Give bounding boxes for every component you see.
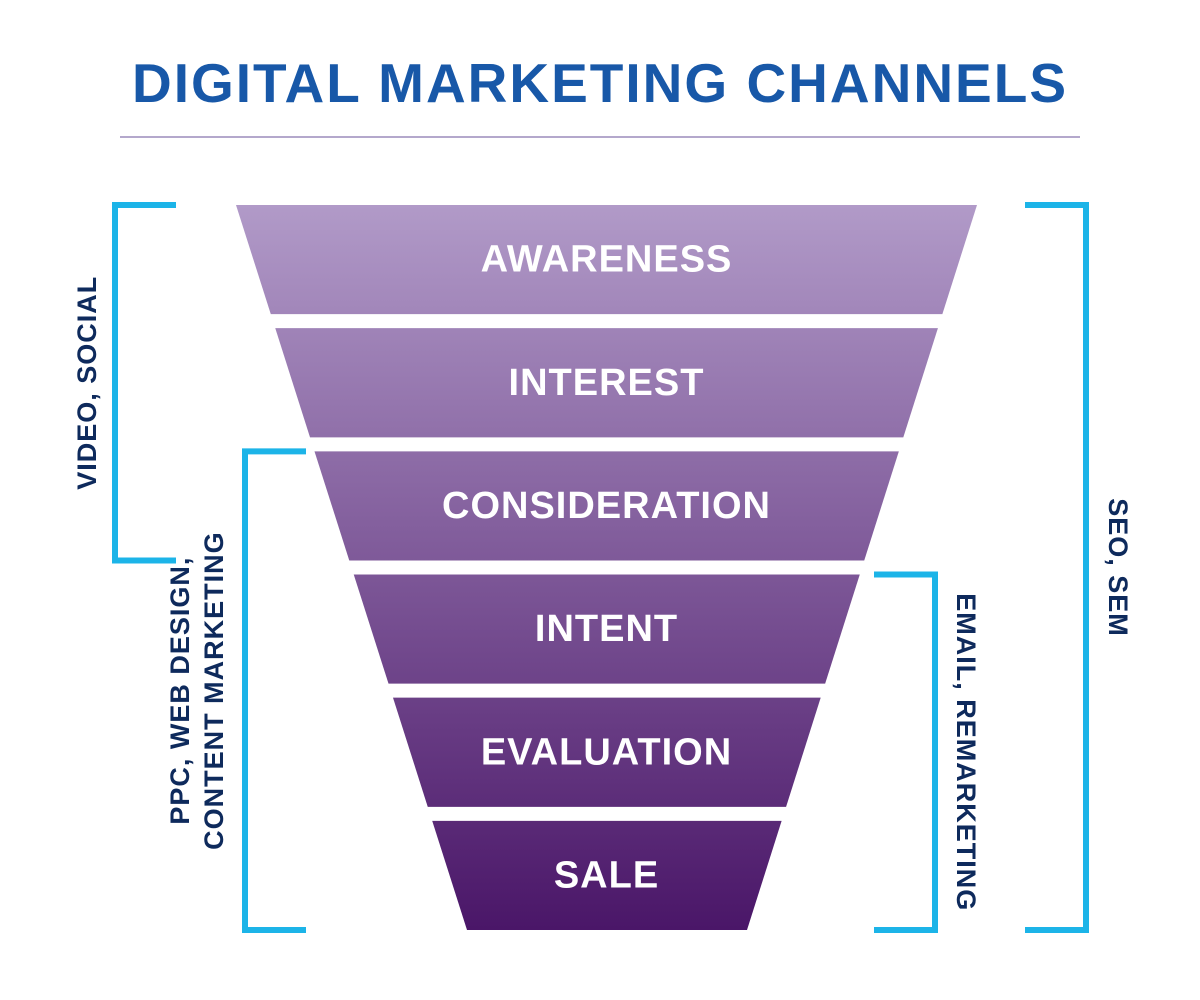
- funnel-stage-band: [236, 205, 977, 315]
- funnel-stage-label: AWARENESS: [481, 239, 733, 281]
- bracket-label: VIDEO, SOCIAL: [72, 276, 102, 490]
- funnel-stage-label: SALE: [554, 854, 659, 896]
- bracket-label: CONTENT MARKETING: [199, 531, 229, 849]
- funnel-stage-band: [314, 451, 899, 561]
- funnel-stage: INTEREST: [275, 328, 938, 438]
- bracket-label: SEO, SEM: [1103, 498, 1133, 637]
- funnel-stage: AWARENESS: [236, 205, 977, 315]
- bracket-line: [1025, 202, 1089, 933]
- funnel-stage: INTENT: [353, 574, 860, 684]
- bracket-line: [112, 202, 176, 564]
- funnel-stage-label: INTENT: [535, 608, 678, 650]
- bracket-seo-sem: SEO, SEM: [1025, 202, 1133, 933]
- funnel-stage-band: [353, 574, 860, 684]
- bracket-line: [242, 448, 306, 933]
- bracket-ppc-web-content: PPC, WEB DESIGN,CONTENT MARKETING: [165, 448, 306, 933]
- funnel-stage-label: CONSIDERATION: [442, 485, 771, 527]
- funnel-stage-label: INTEREST: [509, 362, 705, 404]
- bracket-line: [874, 571, 938, 933]
- bracket-label: PPC, WEB DESIGN,: [165, 557, 195, 825]
- funnel-stage-label: EVALUATION: [481, 731, 732, 773]
- bracket-label: EMAIL, REMARKETING: [951, 593, 981, 911]
- funnel-stage-band: [432, 820, 782, 930]
- channel-brackets: VIDEO, SOCIAL PPC, WEB DESIGN,CONTENT MAR…: [72, 202, 1133, 933]
- bracket-video-social: VIDEO, SOCIAL: [72, 202, 176, 564]
- funnel-stage-band: [392, 697, 821, 807]
- funnel-stage-band: [275, 328, 938, 438]
- title-divider: [120, 136, 1080, 138]
- bracket-email-remarketing: EMAIL, REMARKETING: [874, 571, 981, 933]
- funnel-stage: EVALUATION: [392, 697, 821, 807]
- page-title: DIGITAL MARKETING CHANNELS: [131, 52, 1069, 114]
- funnel-stage: CONSIDERATION: [314, 451, 899, 561]
- funnel-stage: SALE: [432, 820, 782, 930]
- funnel-stages: AWARENESS INTEREST CONSIDERATION INTENT EVAL…: [236, 205, 977, 930]
